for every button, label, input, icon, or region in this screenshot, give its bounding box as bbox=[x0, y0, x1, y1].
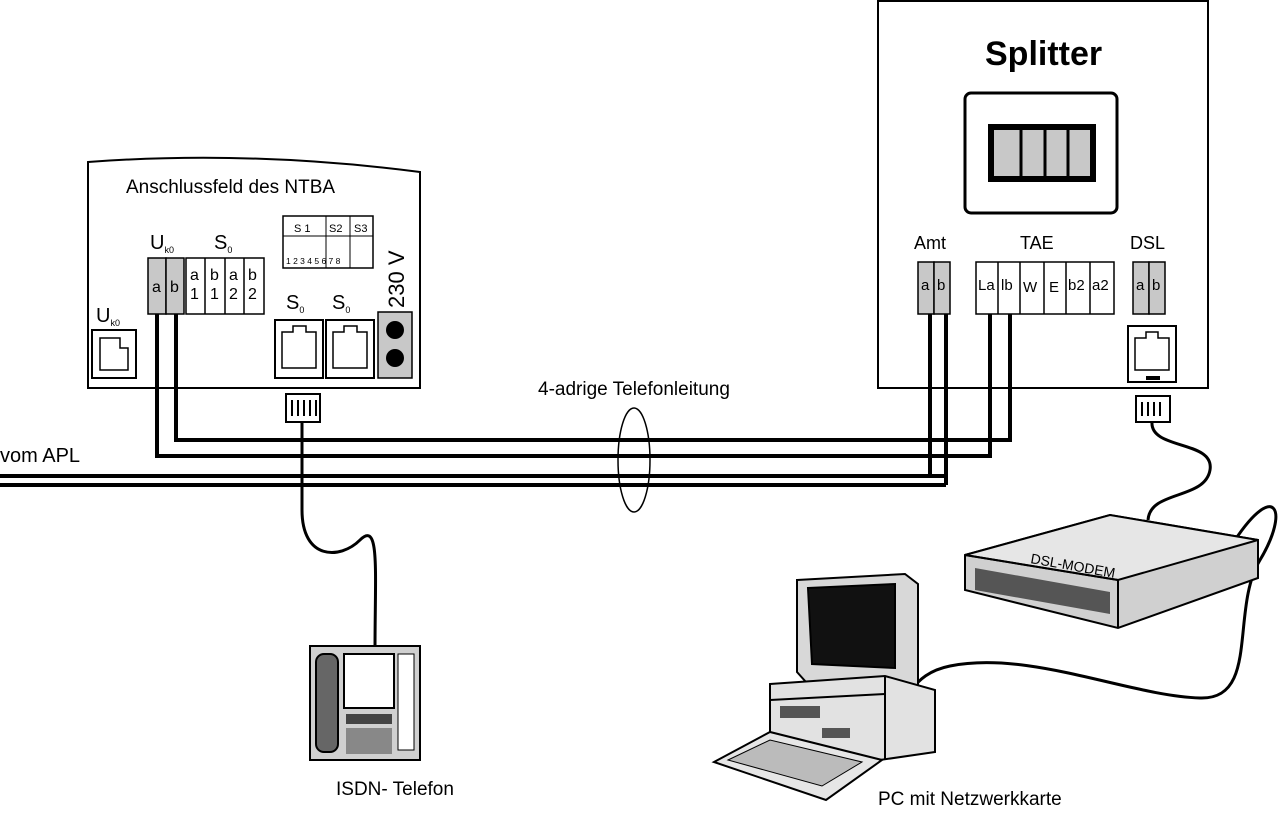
ntba-title: Anschlussfeld des NTBA bbox=[126, 177, 335, 198]
tae-terminal-lb: lb bbox=[1001, 277, 1013, 294]
pc-label: PC mit Netzwerkkarte bbox=[878, 789, 1062, 810]
dsl-terminal-a: a bbox=[1136, 277, 1145, 294]
splitter-tae-label: TAE bbox=[1020, 233, 1054, 253]
ntba-power-connector bbox=[377, 311, 413, 379]
tae-terminal-e: E bbox=[1049, 279, 1059, 296]
ntba-s0-label: S0 bbox=[214, 232, 232, 255]
splitter-dsl-label: DSL bbox=[1130, 233, 1165, 253]
splitter-title: Splitter bbox=[985, 35, 1102, 73]
tae-terminal-w: W bbox=[1023, 279, 1038, 296]
ntba-power-label: 230 V bbox=[384, 250, 409, 308]
isdn-phone bbox=[309, 645, 421, 761]
ntba-uk0-label-left: Uk0 bbox=[96, 305, 120, 328]
terminal-uk0-a: a bbox=[152, 279, 161, 296]
dip-label-s2: S2 bbox=[329, 223, 342, 235]
ntba-s0-socket-1 bbox=[274, 319, 324, 379]
tae-terminal-la: La bbox=[978, 277, 995, 294]
ntba-uk0-label: Uk0 bbox=[150, 232, 174, 255]
terminal-uk0-b: b bbox=[170, 279, 179, 296]
dip-switch-numbers: 1 2 3 4 5 6 7 8 bbox=[286, 256, 341, 266]
ntba-uk0-socket bbox=[91, 329, 137, 379]
dsl-terminal-b: b bbox=[1152, 277, 1160, 294]
tae-terminal-b2: b2 bbox=[1068, 277, 1085, 294]
ntba-plug bbox=[285, 393, 321, 423]
splitter-amt-label: Amt bbox=[914, 233, 946, 253]
splitter-box: Splitter Amt TAE DSL a b La lb W E b2 a2… bbox=[877, 0, 1209, 389]
dip-label-s3: S3 bbox=[354, 223, 367, 235]
ntba-socket-label-1: S0 bbox=[286, 292, 304, 315]
apl-label: vom APL bbox=[0, 445, 80, 467]
ntba-socket-label-2: S0 bbox=[332, 292, 350, 315]
amt-terminal-a: a bbox=[921, 277, 930, 294]
tae-terminal-a2: a2 bbox=[1092, 277, 1109, 294]
cable-bundle-marker bbox=[617, 407, 651, 513]
wiring bbox=[0, 314, 1278, 700]
ntba-s0-socket-2 bbox=[325, 319, 375, 379]
ntba-dip-switches: S 1 S2 S3 1 2 3 4 5 6 7 8 bbox=[282, 215, 374, 269]
amt-terminal-b: b bbox=[937, 277, 945, 294]
dip-label-s1: S 1 bbox=[294, 223, 311, 235]
pc bbox=[711, 572, 936, 802]
phone-label: ISDN- Telefon bbox=[336, 779, 454, 800]
dsl-plug bbox=[1135, 395, 1171, 423]
cable-label: 4-adrige Telefonleitung bbox=[538, 379, 730, 400]
dsl-modem: DSL-MODEM bbox=[964, 513, 1259, 630]
